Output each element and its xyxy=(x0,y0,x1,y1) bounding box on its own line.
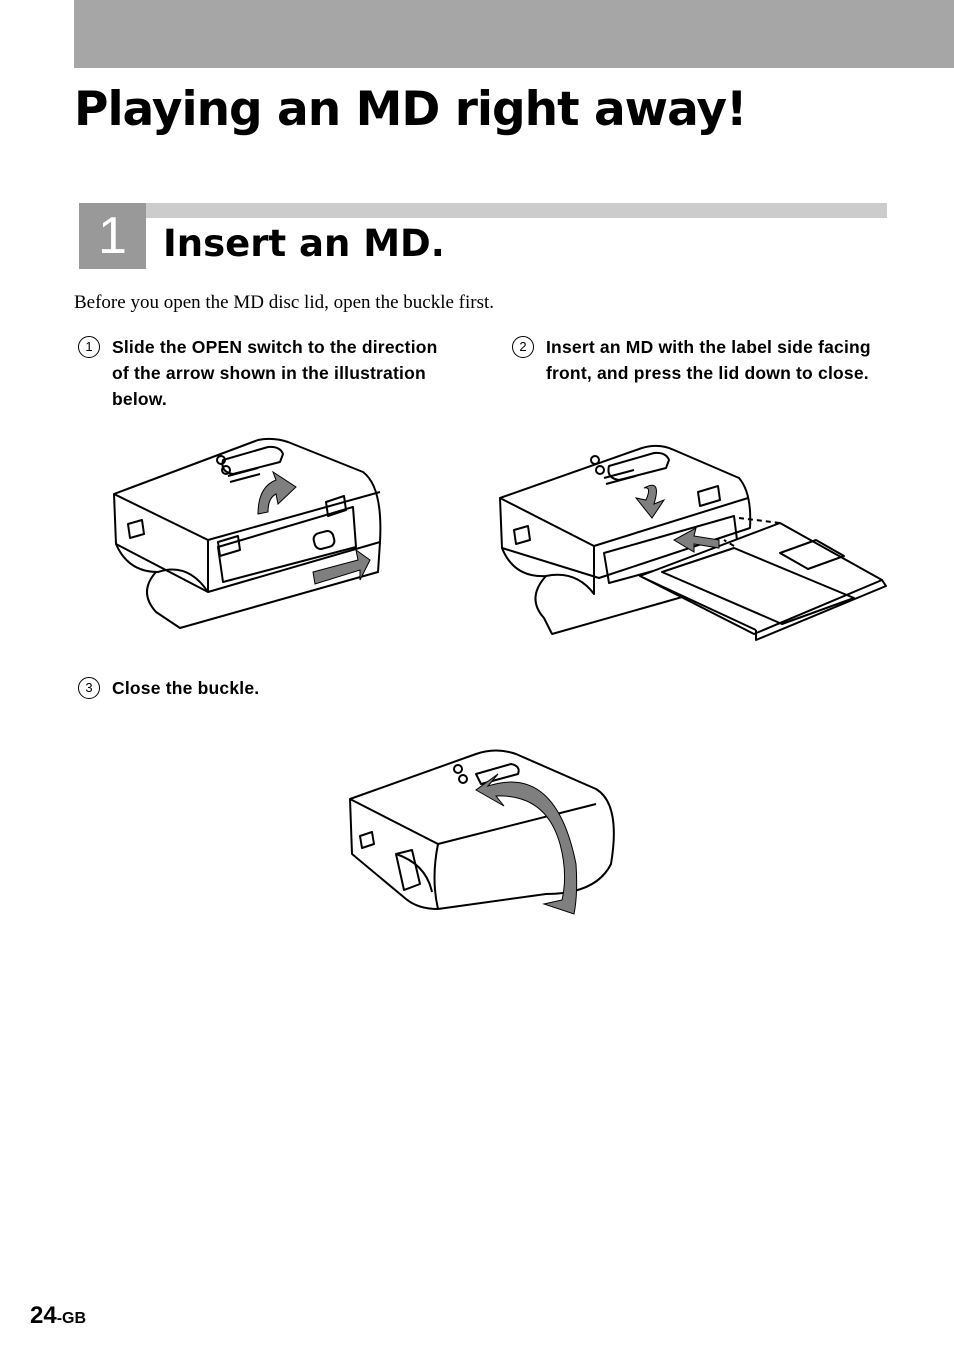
page-number: 24-GB xyxy=(30,1302,86,1330)
instruction-1-text: Slide the OPEN switch to the direction o… xyxy=(112,337,438,409)
page-number-suffix: -GB xyxy=(56,1310,87,1327)
page-title: Playing an MD right away! xyxy=(74,82,747,137)
close-buckle-illustration xyxy=(349,749,615,915)
step-1-number: 1 xyxy=(78,336,100,358)
step-rule xyxy=(146,203,887,218)
instruction-2: 2 Insert an MD with the label side facin… xyxy=(512,334,892,386)
step-title: Insert an MD. xyxy=(163,222,445,265)
page-number-value: 24 xyxy=(30,1302,57,1329)
insert-md-illustration xyxy=(499,444,887,641)
step-3-number: 3 xyxy=(78,677,100,699)
instruction-3-text: Close the buckle. xyxy=(112,678,260,698)
step-number-box: 1 xyxy=(79,203,146,269)
instruction-2-text: Insert an MD with the label side facing … xyxy=(546,337,871,383)
open-switch-illustration xyxy=(113,437,382,629)
intro-text: Before you open the MD disc lid, open th… xyxy=(74,292,495,313)
instruction-3: 3 Close the buckle. xyxy=(78,675,478,701)
header-band xyxy=(74,0,954,68)
step-2-number: 2 xyxy=(512,336,534,358)
instruction-1: 1 Slide the OPEN switch to the direction… xyxy=(78,334,448,412)
